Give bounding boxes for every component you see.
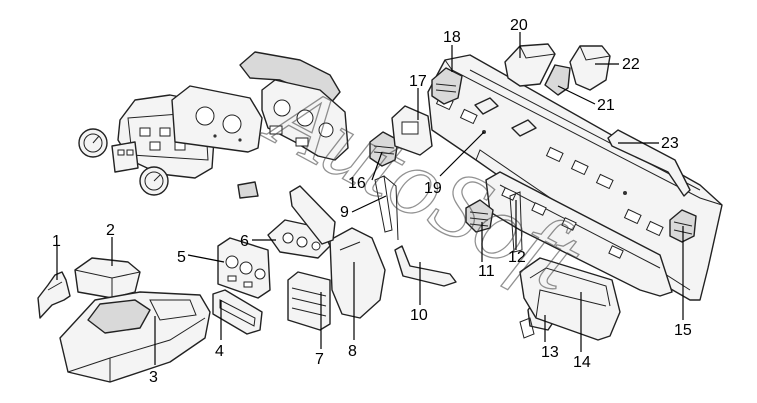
connector-bracket [289, 185, 336, 245]
part-10-rod [394, 245, 457, 287]
instrument-face-plate [171, 85, 263, 153]
part-21-vent [544, 64, 571, 96]
part-7-vent [287, 271, 331, 331]
part-11-vent [465, 199, 494, 233]
callout-20: 20 [510, 17, 528, 34]
callout-14: 14 [573, 354, 591, 371]
part-9-support [374, 175, 399, 241]
callout-12: 12 [508, 249, 526, 266]
part-2-cover [74, 257, 141, 299]
part-1-bracket [37, 271, 71, 319]
callout-21: 21 [597, 97, 615, 114]
callout-3: 3 [149, 369, 158, 386]
part-12-mount [509, 191, 523, 253]
part-23-defrost-duct [607, 129, 691, 197]
gauge-switch-block [111, 141, 139, 173]
leader-lines [56, 32, 684, 365]
callout-13: 13 [541, 344, 559, 361]
callout-11: 11 [478, 263, 495, 280]
part-3-console [59, 291, 211, 383]
callout-2: 2 [106, 222, 115, 239]
callout-15: 15 [674, 322, 692, 339]
gauge-right [139, 166, 169, 196]
callout-10: 10 [410, 307, 428, 324]
callout-23: 23 [661, 135, 679, 152]
part-16-vent [369, 131, 399, 167]
callout-16: 16 [348, 175, 366, 192]
callout-9: 9 [340, 204, 349, 221]
callout-17: 17 [409, 73, 427, 90]
part-5-switch-panel [217, 237, 271, 299]
small-switch [237, 181, 259, 199]
part-17-bezel [391, 105, 433, 156]
part-8-side-trim [329, 227, 386, 319]
callout-1: 1 [52, 233, 61, 250]
part-22-duct [569, 45, 611, 91]
gauge-left [78, 128, 108, 158]
callout-7: 7 [315, 351, 324, 368]
dashboard-lower-panel [485, 171, 673, 297]
callout-5: 5 [177, 249, 186, 266]
callout-labels: 1 2 3 4 5 6 7 8 9 10 11 12 13 14 15 16 1… [52, 17, 692, 386]
callout-19: 19 [424, 180, 442, 197]
instrument-visor [239, 51, 349, 161]
callout-18: 18 [443, 29, 461, 46]
callout-8: 8 [348, 343, 357, 360]
callout-6: 6 [240, 233, 249, 250]
callout-22: 22 [622, 56, 640, 73]
part-20-duct [504, 43, 556, 87]
part-18-vent [431, 67, 463, 105]
part-4-panel [212, 289, 263, 335]
callout-4: 4 [215, 343, 224, 360]
